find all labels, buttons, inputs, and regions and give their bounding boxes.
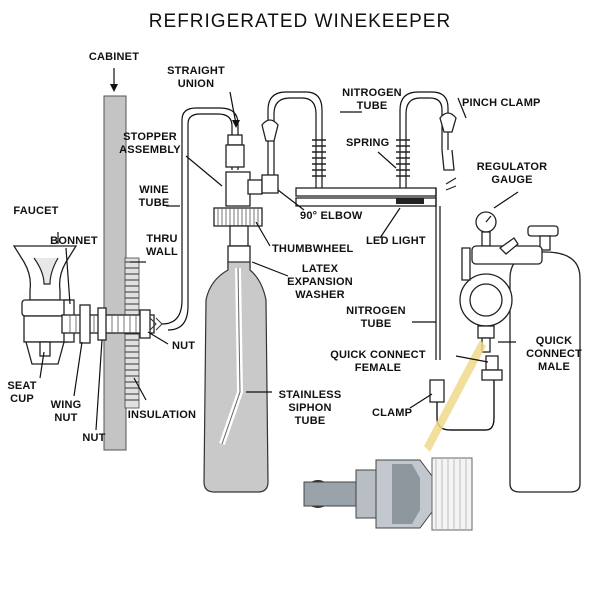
label-qc-male-1: QUICK xyxy=(536,335,572,347)
nitrogen-cylinder-icon xyxy=(509,225,581,493)
pinch-clamp-left xyxy=(261,119,279,142)
led-light xyxy=(396,198,424,204)
label-union: UNION xyxy=(178,78,214,90)
label-stopper-1: STOPPER xyxy=(123,131,177,143)
label-thru-2: WALL xyxy=(146,246,178,258)
label-clamp: CLAMP xyxy=(372,407,412,419)
outer-nut xyxy=(139,309,151,339)
highlight-ray xyxy=(424,340,486,452)
label-spring: SPRING xyxy=(346,137,389,149)
label-latex-3: WASHER xyxy=(295,289,344,301)
label-insulation: INSULATION xyxy=(128,409,196,421)
label-stainless-2: SIPHON xyxy=(288,402,331,414)
label-nitrogen-top-2: TUBE xyxy=(357,100,388,112)
label-nitrogen-mid-2: TUBE xyxy=(361,318,392,330)
wing-nut xyxy=(79,304,91,344)
label-qc-female-2: FEMALE xyxy=(355,362,401,374)
straight-union xyxy=(227,134,243,146)
label-qc-male-2: CONNECT xyxy=(526,348,582,360)
label-nut-bottom: NUT xyxy=(82,432,105,444)
manifold-bar xyxy=(295,187,437,197)
label-stainless-1: STAINLESS xyxy=(279,389,342,401)
spring-2 xyxy=(396,139,410,177)
label-nitrogen-top-1: NITROGEN xyxy=(342,87,402,99)
inner-nut xyxy=(97,307,107,341)
stopper-assembly xyxy=(213,171,263,269)
label-faucet: FAUCET xyxy=(13,205,58,217)
label-wine-2: TUBE xyxy=(139,197,170,209)
label-wing-1: WING xyxy=(51,399,82,411)
label-nut-right: NUT xyxy=(172,340,195,352)
label-elbow: 90° ELBOW xyxy=(300,210,363,222)
label-wing-2: NUT xyxy=(54,412,77,424)
label-qc-female-1: QUICK CONNECT xyxy=(330,349,426,361)
wine-bottle-icon xyxy=(203,261,269,493)
nitrogen-tube-top xyxy=(267,91,323,190)
label-stainless-3: TUBE xyxy=(295,415,326,427)
quick-connect-female xyxy=(485,355,499,371)
label-seat-2: CUP xyxy=(10,393,34,405)
label-thumbwheel: THUMBWHEEL xyxy=(272,243,354,255)
label-pinch-clamp: PINCH CLAMP xyxy=(462,97,541,109)
regulator-gauge-icon xyxy=(459,211,543,353)
label-latex-2: EXPANSION xyxy=(287,276,353,288)
spring-1 xyxy=(312,139,326,177)
label-stopper-2: ASSEMBLY xyxy=(119,144,181,156)
label-bonnet: BONNET xyxy=(50,235,98,247)
label-straight: STRAIGHT xyxy=(167,65,225,77)
label-led-light: LED LIGHT xyxy=(366,235,426,247)
label-latex-1: LATEX xyxy=(302,263,339,275)
label-regulator-1: REGULATOR xyxy=(477,161,547,173)
label-cabinet: CABINET xyxy=(89,51,139,63)
label-nitrogen-mid-1: NITROGEN xyxy=(346,305,406,317)
label-wine-1: WINE xyxy=(139,184,169,196)
label-seat-1: SEAT xyxy=(7,380,36,392)
quick-connect-fitting-icon xyxy=(303,457,473,531)
pinch-clamp xyxy=(439,112,457,133)
elbow-fitting xyxy=(261,174,279,194)
label-thru-1: THRU xyxy=(146,233,177,245)
label-regulator-2: GAUGE xyxy=(491,174,532,186)
leader-lines xyxy=(39,68,519,431)
label-qc-male-3: MALE xyxy=(538,361,570,373)
diagram-title: REFRIGERATED WINEKEEPER xyxy=(149,11,451,32)
clamp-fitting xyxy=(429,379,445,403)
